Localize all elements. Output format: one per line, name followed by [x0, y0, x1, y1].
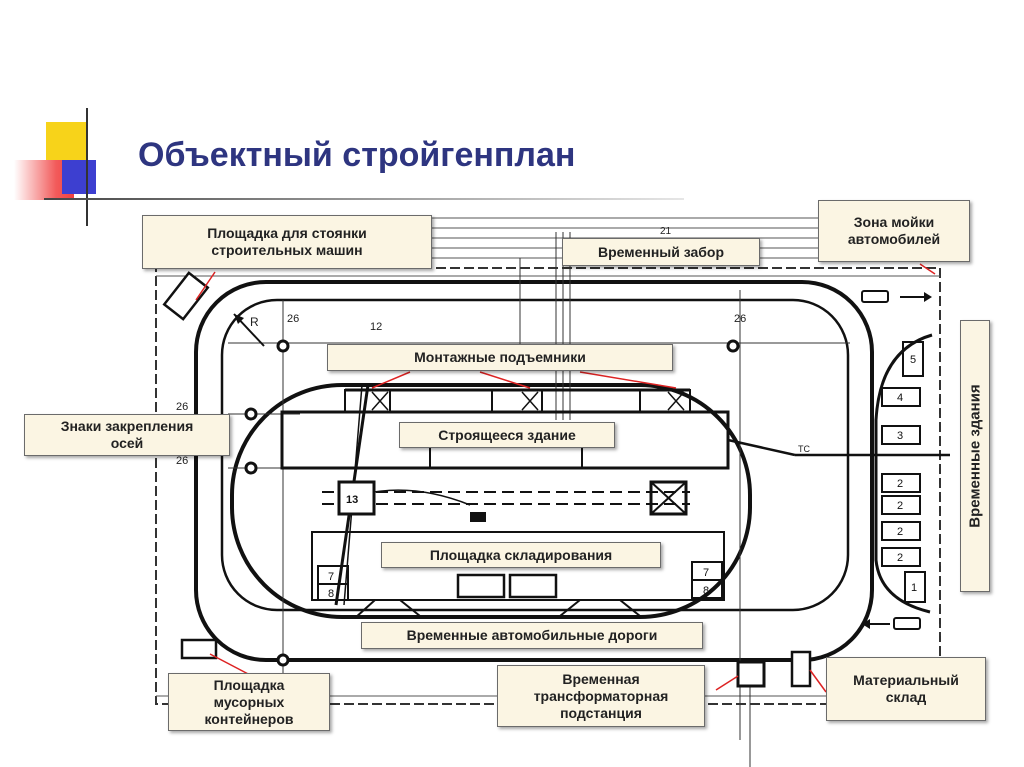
callout-fence: Временный забор	[562, 238, 760, 266]
dim-label: 26	[287, 313, 299, 325]
dim-label: 26	[176, 455, 188, 467]
decor-vertical-line	[86, 108, 88, 226]
callout-temp-buildings: Временные здания	[960, 320, 990, 592]
bldg-label: 3	[897, 430, 903, 442]
callout-waste-text: Площадка мусорных контейнеров	[204, 676, 294, 727]
callout-axes: Знаки закрепления осей	[24, 414, 230, 456]
dim-label: 12	[370, 321, 382, 333]
bldg-label: 2	[897, 478, 903, 490]
bldg-label: 5	[910, 354, 916, 366]
slide-title: Объектный стройгенплан	[138, 136, 576, 174]
callout-fence-text: Временный забор	[597, 243, 725, 260]
callout-lifts: Монтажные подъемники	[327, 344, 673, 371]
tc-label: ТС	[798, 444, 810, 454]
callout-lifts-text: Монтажные подъемники	[414, 349, 586, 365]
store-label: 7	[328, 571, 334, 583]
callout-waste: Площадка мусорных контейнеров	[168, 673, 330, 731]
callout-building-text: Строящееся здание	[438, 426, 576, 443]
callout-substation: Временная трансформаторная подстанция	[497, 665, 705, 727]
bldg-label: 2	[897, 500, 903, 512]
radius-label: R	[250, 315, 259, 329]
callout-parking: Площадка для стоянки строительных машин	[142, 215, 432, 269]
callout-roads-text: Временные автомобильные дороги	[406, 627, 658, 643]
decor-blue-square	[62, 160, 96, 194]
callout-parking-text: Площадка для стоянки строительных машин	[207, 225, 367, 258]
bldg-label: 1	[911, 582, 917, 594]
store-label: 8	[328, 588, 334, 600]
crane-label: 13	[346, 494, 358, 506]
dim-label: 26	[734, 313, 746, 325]
callout-substation-text: Временная трансформаторная подстанция	[533, 670, 669, 721]
bldg-label: 4	[897, 392, 903, 404]
callout-wash: Зона мойки автомобилей	[818, 200, 970, 262]
dim-label: 26	[176, 401, 188, 413]
store-label: 7	[703, 567, 709, 579]
bldg-label: 2	[897, 526, 903, 538]
decor-yellow-square	[46, 122, 88, 164]
decor-horizontal-line	[44, 198, 684, 200]
callout-warehouse-text: Материальный склад	[853, 672, 959, 705]
line-label: 21	[660, 226, 672, 237]
callout-axes-text: Знаки закрепления осей	[60, 418, 194, 451]
callout-storage: Площадка складирования	[381, 542, 661, 568]
callout-wash-text: Зона мойки автомобилей	[847, 214, 941, 247]
callout-warehouse: Материальный склад	[826, 657, 986, 721]
callout-roads: Временные автомобильные дороги	[361, 622, 703, 649]
bldg-label: 2	[897, 552, 903, 564]
callout-storage-text: Площадка складирования	[429, 546, 613, 563]
store-label: 8	[703, 585, 709, 597]
callout-temp-buildings-text: Временные здания	[966, 384, 984, 528]
callout-building: Строящееся здание	[399, 422, 615, 448]
